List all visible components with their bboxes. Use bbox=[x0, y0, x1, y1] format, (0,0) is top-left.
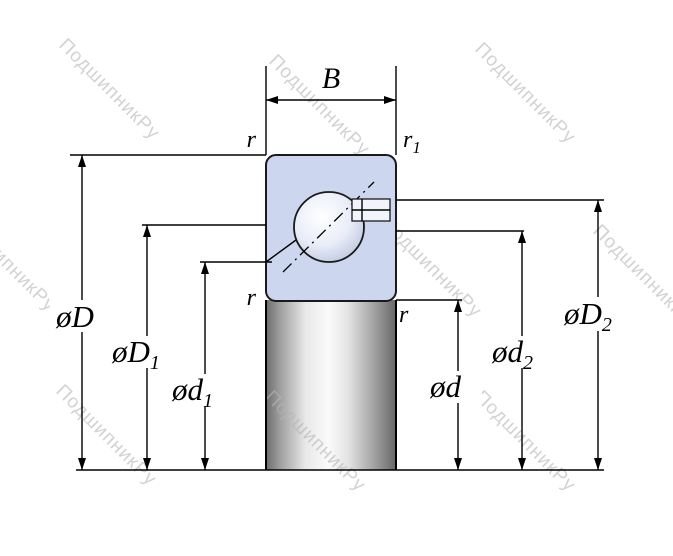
label-dia-d1-base: ød bbox=[171, 372, 204, 407]
label-r1-sub: 1 bbox=[412, 138, 421, 157]
label-r1-base: r bbox=[403, 127, 413, 153]
label-bg-d1 bbox=[166, 374, 236, 406]
label-dia-D: øD bbox=[55, 299, 94, 334]
watermark-text: ПодшипникРу bbox=[470, 387, 579, 496]
label-bg-D1 bbox=[106, 336, 178, 368]
label-dia-d1-sub: 1 bbox=[203, 390, 213, 412]
label-bg-d2 bbox=[486, 336, 558, 368]
label-r-bottom-left: r bbox=[247, 285, 257, 311]
shaft-section bbox=[267, 300, 395, 470]
dimension-labels: B r r1 r r øD øD1 ød1 ød ød2 øD2 bbox=[55, 62, 612, 412]
watermark-text: ПодшипникРу bbox=[54, 35, 163, 144]
contact-angle-centerline bbox=[282, 181, 375, 273]
label-width-B: B bbox=[322, 62, 340, 95]
label-dia-D2-sub: 2 bbox=[602, 314, 612, 336]
label-dia-D1: øD1 bbox=[111, 334, 160, 374]
label-dia-d1: ød1 bbox=[171, 372, 213, 412]
inner-ring-shoulder-line bbox=[265, 239, 297, 263]
label-dia-D2: øD2 bbox=[563, 296, 612, 336]
label-bg-d bbox=[424, 371, 482, 403]
label-r-top-left: r bbox=[247, 127, 257, 153]
extension-lines bbox=[70, 66, 604, 471]
label-dia-d2: ød2 bbox=[491, 334, 533, 374]
label-r-bottom-right: r bbox=[399, 302, 409, 328]
label-r1-top-right: r1 bbox=[403, 127, 421, 157]
label-backgrounds bbox=[50, 297, 634, 406]
watermark-text: ПодшипникРу bbox=[51, 381, 160, 490]
dimension-lines bbox=[78, 96, 602, 470]
watermark-text: ПодшипникРу bbox=[264, 51, 373, 160]
watermark-text: ПодшипникРу bbox=[0, 207, 60, 316]
watermark-text: ПодшипникРу bbox=[470, 39, 579, 148]
label-dia-D2-base: øD bbox=[563, 296, 602, 331]
label-bg-D bbox=[50, 300, 112, 332]
label-dia-d2-sub: 2 bbox=[523, 352, 533, 374]
label-dia-D1-base: øD bbox=[111, 334, 150, 369]
label-dia-d2-base: ød bbox=[491, 334, 524, 369]
label-dia-D1-sub: 1 bbox=[150, 352, 160, 374]
cage-section bbox=[351, 198, 391, 222]
label-bg-D2 bbox=[558, 297, 634, 331]
label-dia-d: ød bbox=[429, 369, 462, 404]
